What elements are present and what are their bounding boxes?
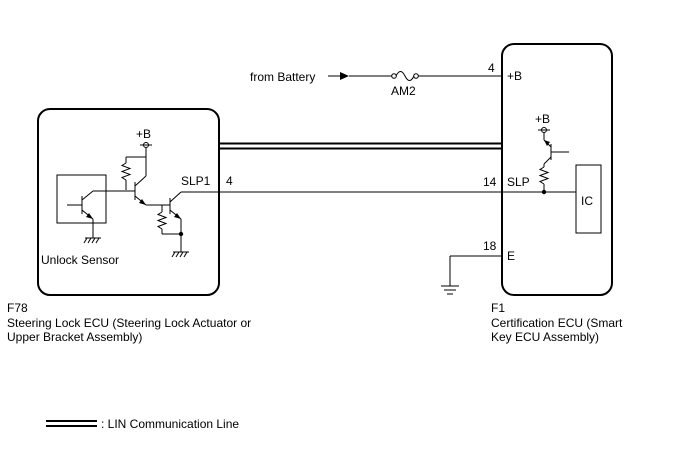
ic-label: IC [581,194,593,208]
right-ecu-name-line1: Certification ECU (Smart [491,316,623,330]
right-resistor-icon [538,166,550,185]
left-ecu-name-line2: Upper Bracket Assembly) [7,330,142,344]
ic-block [575,164,602,234]
left-ecu-name-line1: Steering Lock ECU (Steering Lock Actuato… [7,316,251,330]
right-ecu-name-line2: Key ECU Assembly) [491,330,599,344]
transistor-1-icon [134,175,147,206]
right-plus-b-pin: 4 [488,61,495,75]
fuse-icon [391,71,419,81]
left-plus-b-label: +B [136,127,151,141]
right-ecu-code: F1 [491,301,505,315]
right-transistor-icon [543,139,569,165]
resistor-2-icon [156,211,168,230]
steering-lock-ecu-box [37,108,220,296]
right-slp-pin: 14 [483,175,497,189]
right-slp-label: SLP [507,175,530,189]
legend-label: : LIN Communication Line [101,417,239,431]
right-plus-b-label: +B [507,69,522,83]
left-ground-icon [171,251,189,258]
right-e-label: E [507,249,515,263]
unlock-sensor-transistor-icon [67,190,94,220]
legend-lin-line-icon [46,420,97,427]
left-pin-number: 4 [226,174,233,188]
lin-communication-line [219,142,502,150]
sensor-ground-icon [83,237,101,244]
fuse-label: AM2 [391,84,416,98]
battery-arrow-icon [340,72,349,80]
unlock-sensor-label: Unlock Sensor [41,253,119,267]
unlock-sensor-box [56,174,107,224]
right-e-pin: 18 [483,239,497,253]
left-ecu-code: F78 [7,301,28,315]
chassis-ground-icon [441,285,459,295]
transistor-2-icon [169,191,182,220]
right-plus-b-terminal-icon [538,127,550,133]
certification-ecu-box [501,43,613,296]
left-pin-name: SLP1 [181,174,211,188]
right-inner-plus-b-label: +B [535,112,550,126]
battery-label: from Battery [250,70,315,84]
resistor-icon [120,162,132,181]
left-plus-b-terminal-icon [140,142,152,148]
